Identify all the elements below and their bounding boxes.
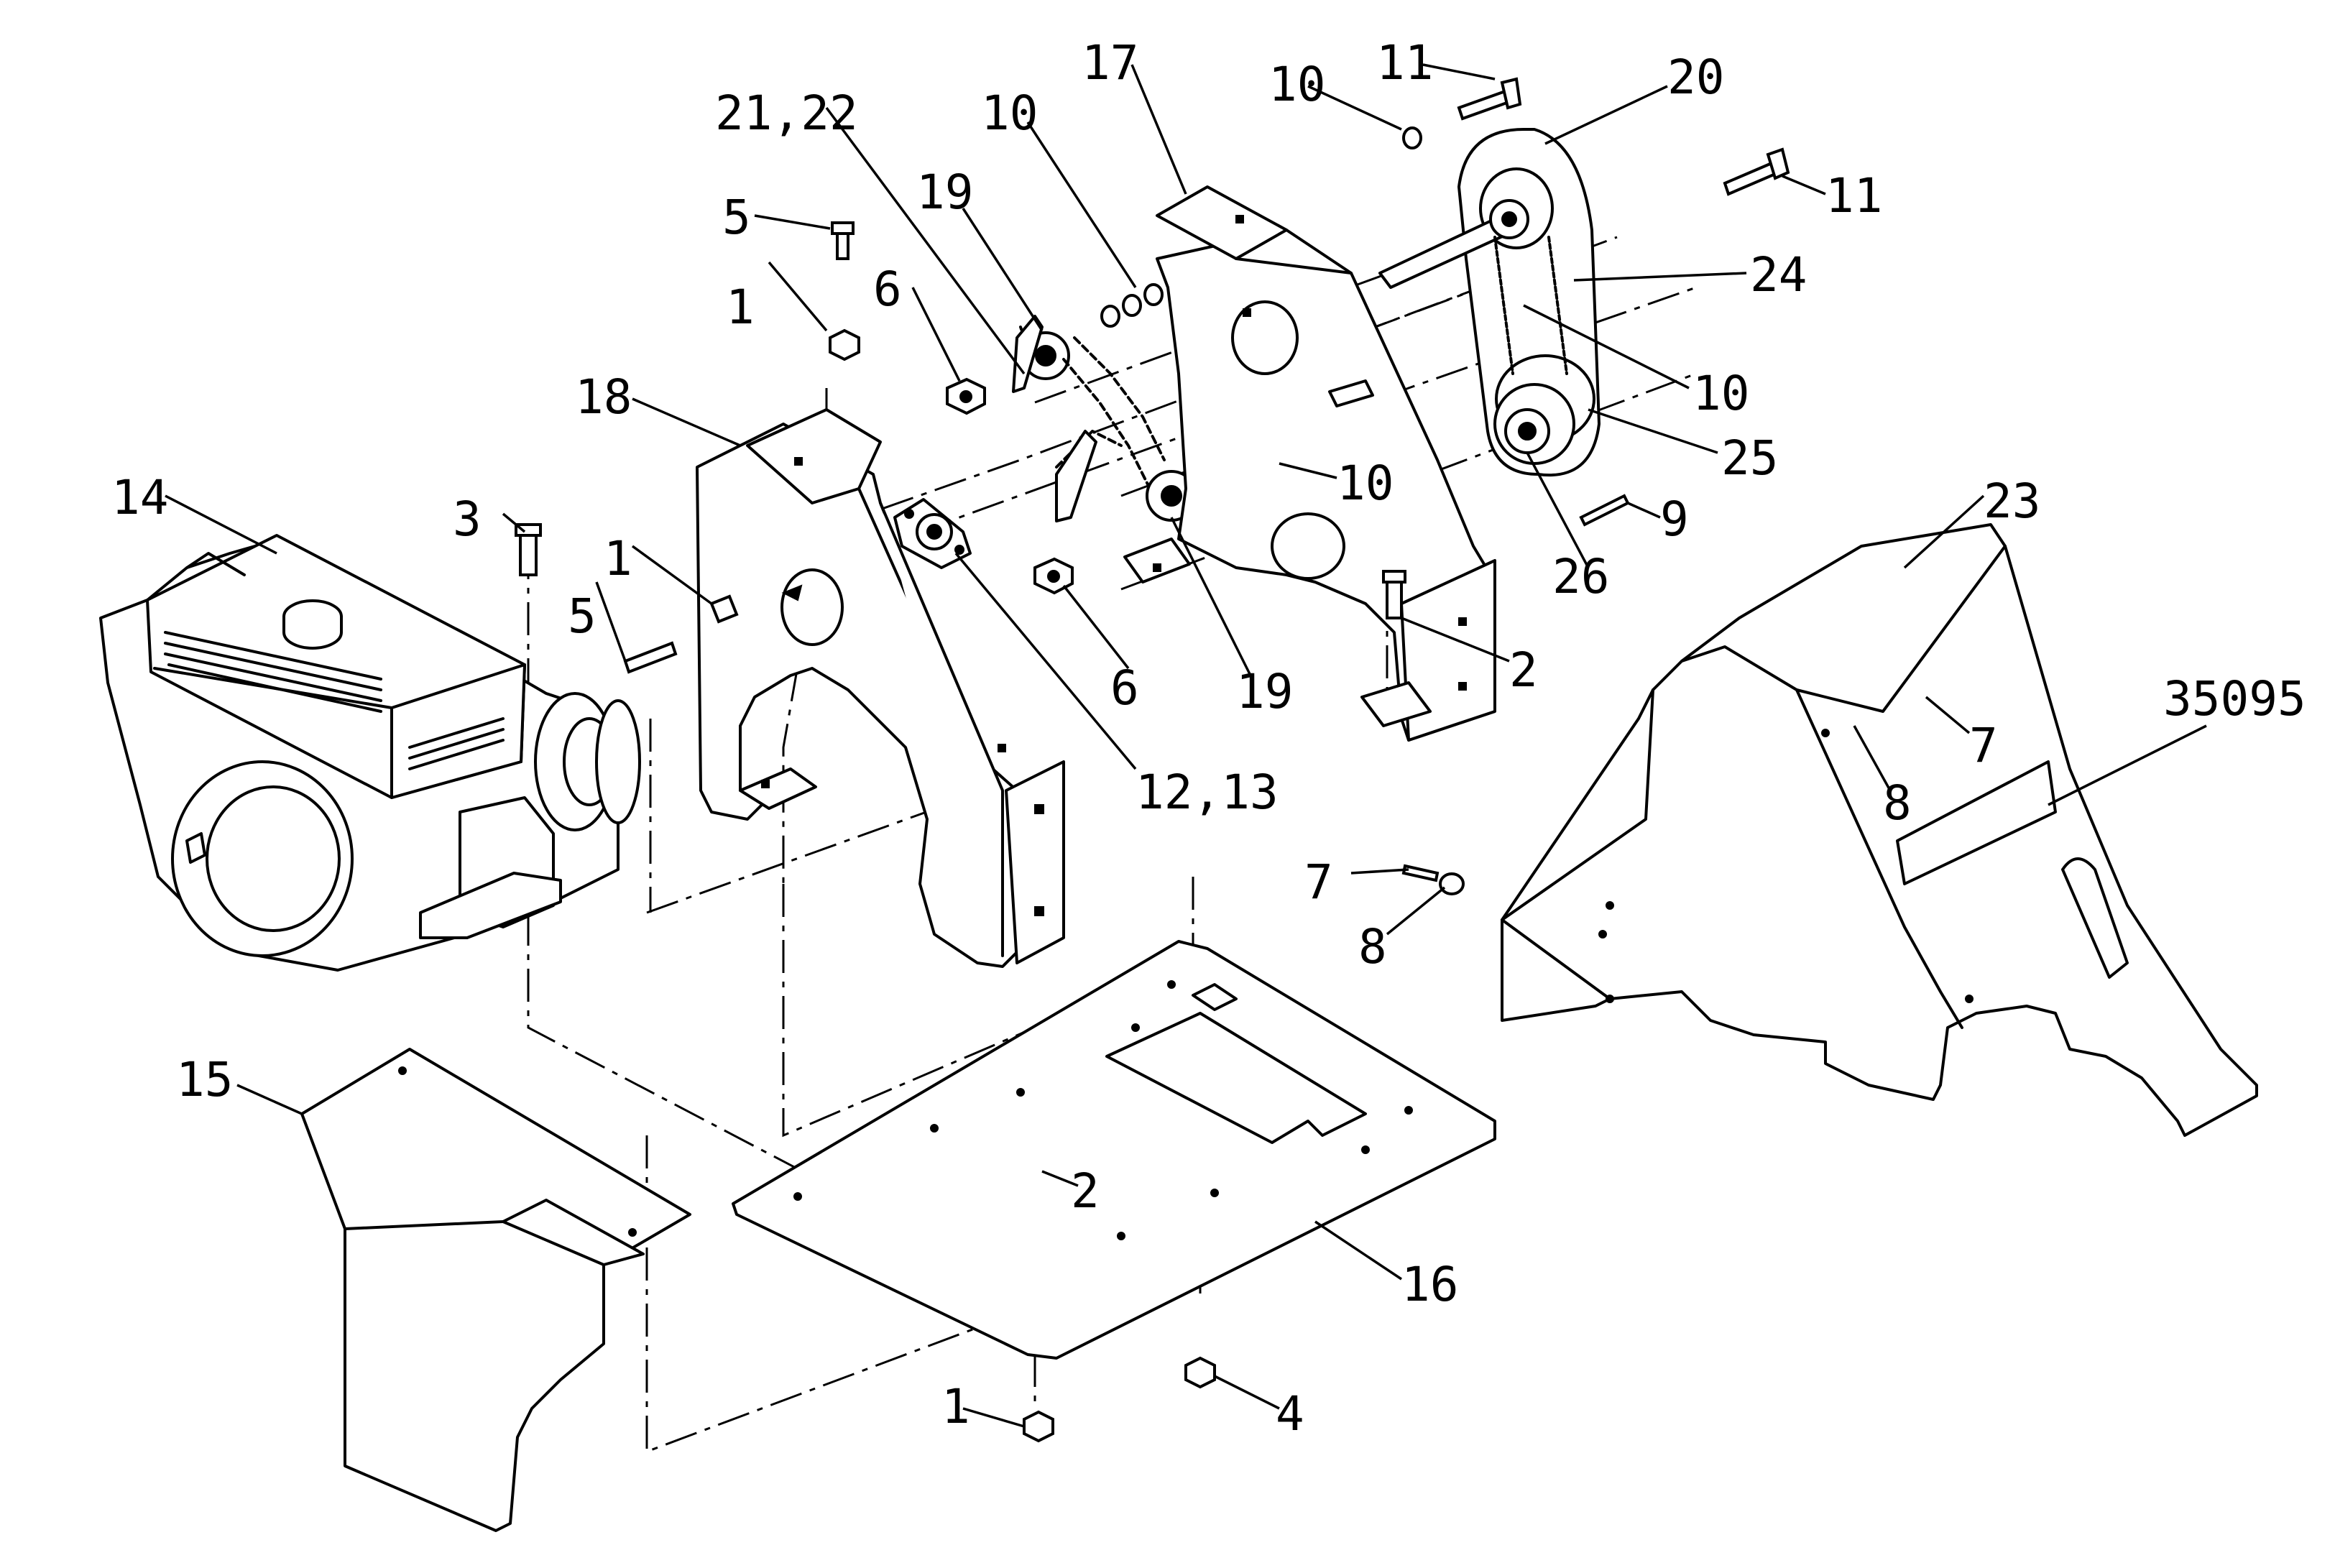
engine [99,534,641,972]
sprocket-bracket [1123,185,1496,742]
callout-sprocket-19-top: 19 [916,165,973,220]
callout-side-panel-15: 15 [176,1052,233,1107]
callout-bolt-5-side: 5 [568,589,597,644]
callout-washer-8-left: 8 [1358,919,1387,974]
callout-cover-23: 23 [1984,474,2040,529]
callout-bolt-5-top: 5 [722,190,751,245]
callout-nut-6-top: 6 [873,262,902,317]
callout-flange-12-13: 12,13 [1136,765,1279,820]
callout-bolt-11-top: 11 [1376,35,1433,91]
callout-pulley-25: 25 [1721,430,1778,486]
callout-washer-10-a: 10 [981,86,1038,141]
callout-nut-1-bottom: 1 [941,1379,970,1434]
callout-nut-4: 4 [1276,1386,1304,1442]
belt-guard-cover [1501,523,2258,1137]
callout-sprocket-19-bottom: 19 [1236,664,1293,719]
callout-nut-6-bottom: 6 [1110,660,1139,716]
engine-mount-plate [696,408,1065,968]
callout-base-plate-16: 16 [1401,1257,1458,1312]
leader-lines [165,63,2207,1428]
callout-belt-24: 24 [1750,247,1807,303]
bearing-flange [893,498,972,569]
callout-washer-10-c: 10 [1692,366,1749,421]
callout-engine: 14 [111,470,168,525]
side-guard-panel [300,1048,691,1532]
callout-bolt-2-base: 2 [1071,1163,1100,1219]
callout-belt-guard-20: 20 [1667,50,1724,105]
callout-bolt-3: 3 [453,492,482,547]
callout-washer-10-d: 10 [1337,456,1394,511]
callout-screw-7-right: 7 [1969,718,1998,773]
callout-mount-plate: 18 [575,369,632,425]
sprockets-and-chain [1012,315,1197,522]
belt-drive [1378,128,1601,477]
callout-washer-8-right: 8 [1883,775,1912,831]
callout-bolt-2-bracket: 2 [1509,642,1538,698]
callout-washer-10-b: 10 [1268,57,1325,112]
callout-sprocket-26: 26 [1552,549,1609,604]
callout-decal-35095: 35095 [2163,671,2306,727]
base-plate [732,940,1496,1360]
callout-bolt-11-side: 11 [1825,168,1882,223]
callout-bracket-17: 17 [1082,35,1138,91]
callout-nut-1-side: 1 [604,531,632,586]
callout-labels: 14 18 3 1 5 5 1 21,22 19 6 10 17 10 11 2… [111,35,2306,1442]
callout-nut-1-top: 1 [726,280,755,335]
callout-screw-7-left: 7 [1304,854,1333,910]
callout-pin-9: 9 [1660,492,1689,547]
callout-chain-21-22: 21,22 [715,86,858,141]
